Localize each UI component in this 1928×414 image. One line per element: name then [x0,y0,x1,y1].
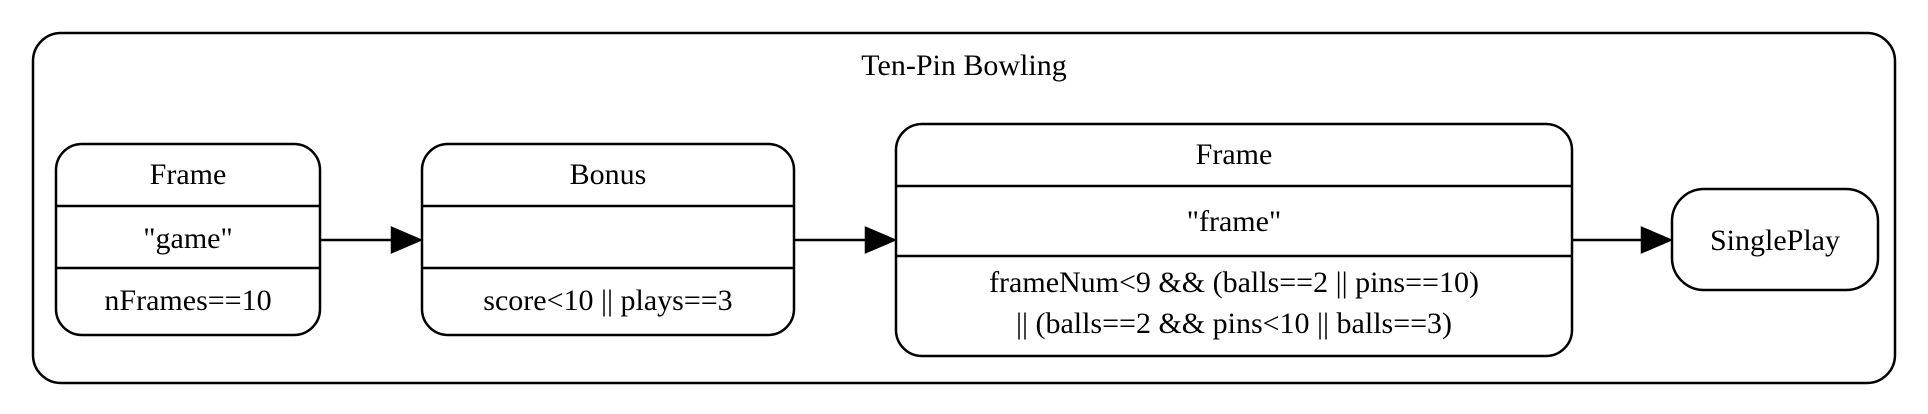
edge-frame-game-to-bonus [320,226,424,254]
node-title: Frame [1196,138,1273,171]
node-condition-line2: || (balls==2 && pins<10 || balls==3) [1016,307,1452,340]
node-condition: nFrames==10 [104,284,271,317]
node-condition-line1: frameNum<9 && (balls==2 || pins==10) [989,266,1479,299]
node-condition: score<10 || plays==3 [483,284,732,317]
cluster-border [31,31,1897,385]
node-frame-game[interactable]: Frame "game" nFrames==10 [54,142,322,337]
node-title: Frame [150,158,227,191]
node-single-play[interactable]: SinglePlay [1670,187,1880,292]
cluster-title: Ten-Pin Bowling [861,49,1066,82]
node-title: SinglePlay [1710,224,1840,257]
arrowhead-icon [390,226,424,254]
cluster-ten-pin-bowling: Ten-Pin Bowling [31,31,1897,385]
edge-frame-frame-to-single-play [1572,226,1674,254]
node-name: "frame" [1187,205,1281,238]
arrowhead-icon [864,226,898,254]
arrowhead-icon [1640,226,1674,254]
node-name: "game" [143,222,232,255]
node-frame-frame[interactable]: Frame "frame" frameNum<9 && (balls==2 ||… [894,122,1574,358]
node-title: Bonus [570,158,647,191]
edge-bonus-to-frame-frame [794,226,898,254]
node-bonus[interactable]: Bonus score<10 || plays==3 [420,142,796,337]
